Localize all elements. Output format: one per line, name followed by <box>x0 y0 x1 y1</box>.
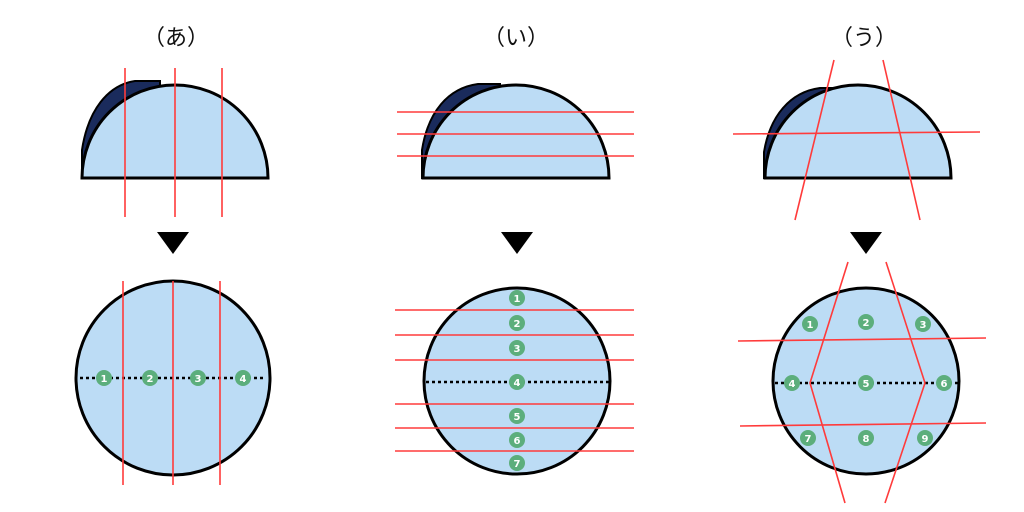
piece-number: 6 <box>514 436 521 447</box>
piece-number: 2 <box>514 319 521 330</box>
cut-line-c-4 <box>737 337 987 342</box>
piece-marker <box>784 375 800 391</box>
piece-marker <box>936 375 952 391</box>
piece-number: 4 <box>789 379 796 390</box>
piece-number: 9 <box>922 434 929 445</box>
cut-line-c-1 <box>732 131 981 135</box>
piece-number: 4 <box>514 378 521 389</box>
piece-marker <box>509 432 525 448</box>
piece-marker <box>858 375 874 391</box>
panel-title-c: （う） <box>830 26 897 51</box>
down-arrow-b <box>501 232 533 254</box>
piece-marker <box>915 316 931 332</box>
piece-marker <box>509 340 525 356</box>
panel-title-a: （あ） <box>142 26 209 51</box>
piece-number: 5 <box>863 379 870 390</box>
piece-marker <box>509 455 525 471</box>
piece-number: 3 <box>514 344 521 355</box>
piece-marker <box>917 430 933 446</box>
piece-number: 2 <box>147 374 154 385</box>
piece-number: 8 <box>863 434 870 445</box>
panel-c: 1 2 3 4 5 6 7 8 9 <box>732 59 987 504</box>
piece-number: 6 <box>941 379 948 390</box>
piece-marker <box>858 314 874 330</box>
panel-title-b: （い） <box>482 26 549 51</box>
piece-number: 4 <box>240 374 247 385</box>
piece-number: 2 <box>863 318 870 329</box>
cut-line-c-7 <box>884 261 926 504</box>
piece-marker <box>96 370 112 386</box>
piece-marker <box>509 408 525 424</box>
cut-line-c-6 <box>809 261 849 504</box>
piece-number: 1 <box>514 294 521 305</box>
panel-a: 1 2 3 4 <box>74 68 272 485</box>
piece-number: 1 <box>101 374 108 385</box>
cut-line-c-5 <box>739 422 987 427</box>
piece-marker <box>858 430 874 446</box>
piece-marker <box>235 370 251 386</box>
piece-marker <box>509 315 525 331</box>
piece-number: 5 <box>514 412 521 423</box>
down-arrow-c <box>850 232 882 254</box>
cut-line-c-2 <box>794 59 835 221</box>
hemisphere-b <box>421 83 611 180</box>
piece-number: 7 <box>514 459 521 470</box>
cut-line-c-3 <box>882 59 921 221</box>
piece-marker <box>190 370 206 386</box>
piece-marker <box>509 374 525 390</box>
piece-marker <box>802 316 818 332</box>
down-arrow-a <box>157 232 189 254</box>
piece-marker <box>800 430 816 446</box>
panel-b: 1 2 3 4 5 6 7 <box>395 83 634 476</box>
piece-marker <box>142 370 158 386</box>
piece-number: 3 <box>195 374 202 385</box>
piece-number: 1 <box>807 320 814 331</box>
piece-marker <box>509 290 525 306</box>
piece-number: 3 <box>920 320 927 331</box>
piece-number: 7 <box>805 434 812 445</box>
